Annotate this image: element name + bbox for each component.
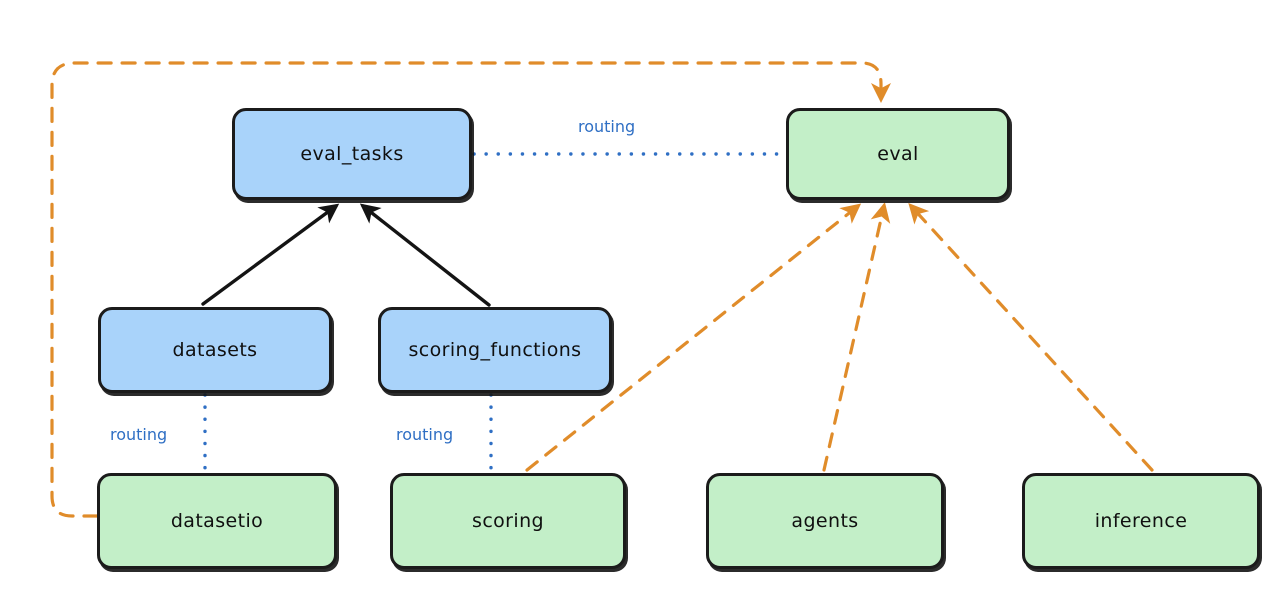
node-label: scoring: [472, 510, 544, 532]
node-scoring-functions[interactable]: scoring_functions: [378, 307, 612, 393]
node-datasets[interactable]: datasets: [98, 307, 332, 393]
node-scoring[interactable]: scoring: [390, 473, 626, 569]
node-eval-tasks[interactable]: eval_tasks: [232, 108, 472, 200]
edge-label-routing-eval: routing: [578, 117, 636, 136]
edge-datasetio-eval: [50, 61, 891, 518]
node-label: eval_tasks: [300, 143, 404, 165]
edge-label-routing-scoring: routing: [396, 425, 454, 444]
node-inference[interactable]: inference: [1022, 473, 1260, 569]
edge-inference-eval: [908, 203, 1154, 472]
node-label: datasets: [172, 339, 258, 361]
node-label: inference: [1094, 510, 1188, 532]
node-datasetio[interactable]: datasetio: [97, 473, 337, 569]
edge-scoring_functions-eval_tasks: [359, 203, 491, 307]
edge-label-routing-datasetio: routing: [110, 425, 168, 444]
node-label: datasetio: [170, 510, 264, 532]
edge-datasets-eval_tasks: [201, 203, 340, 306]
node-agents[interactable]: agents: [706, 473, 944, 569]
node-label: agents: [791, 510, 859, 532]
node-eval[interactable]: eval: [786, 108, 1010, 200]
edge-scoring-eval: [525, 203, 862, 472]
edge-agents-eval: [822, 202, 891, 472]
node-label: scoring_functions: [408, 339, 582, 361]
node-label: eval: [877, 143, 919, 165]
